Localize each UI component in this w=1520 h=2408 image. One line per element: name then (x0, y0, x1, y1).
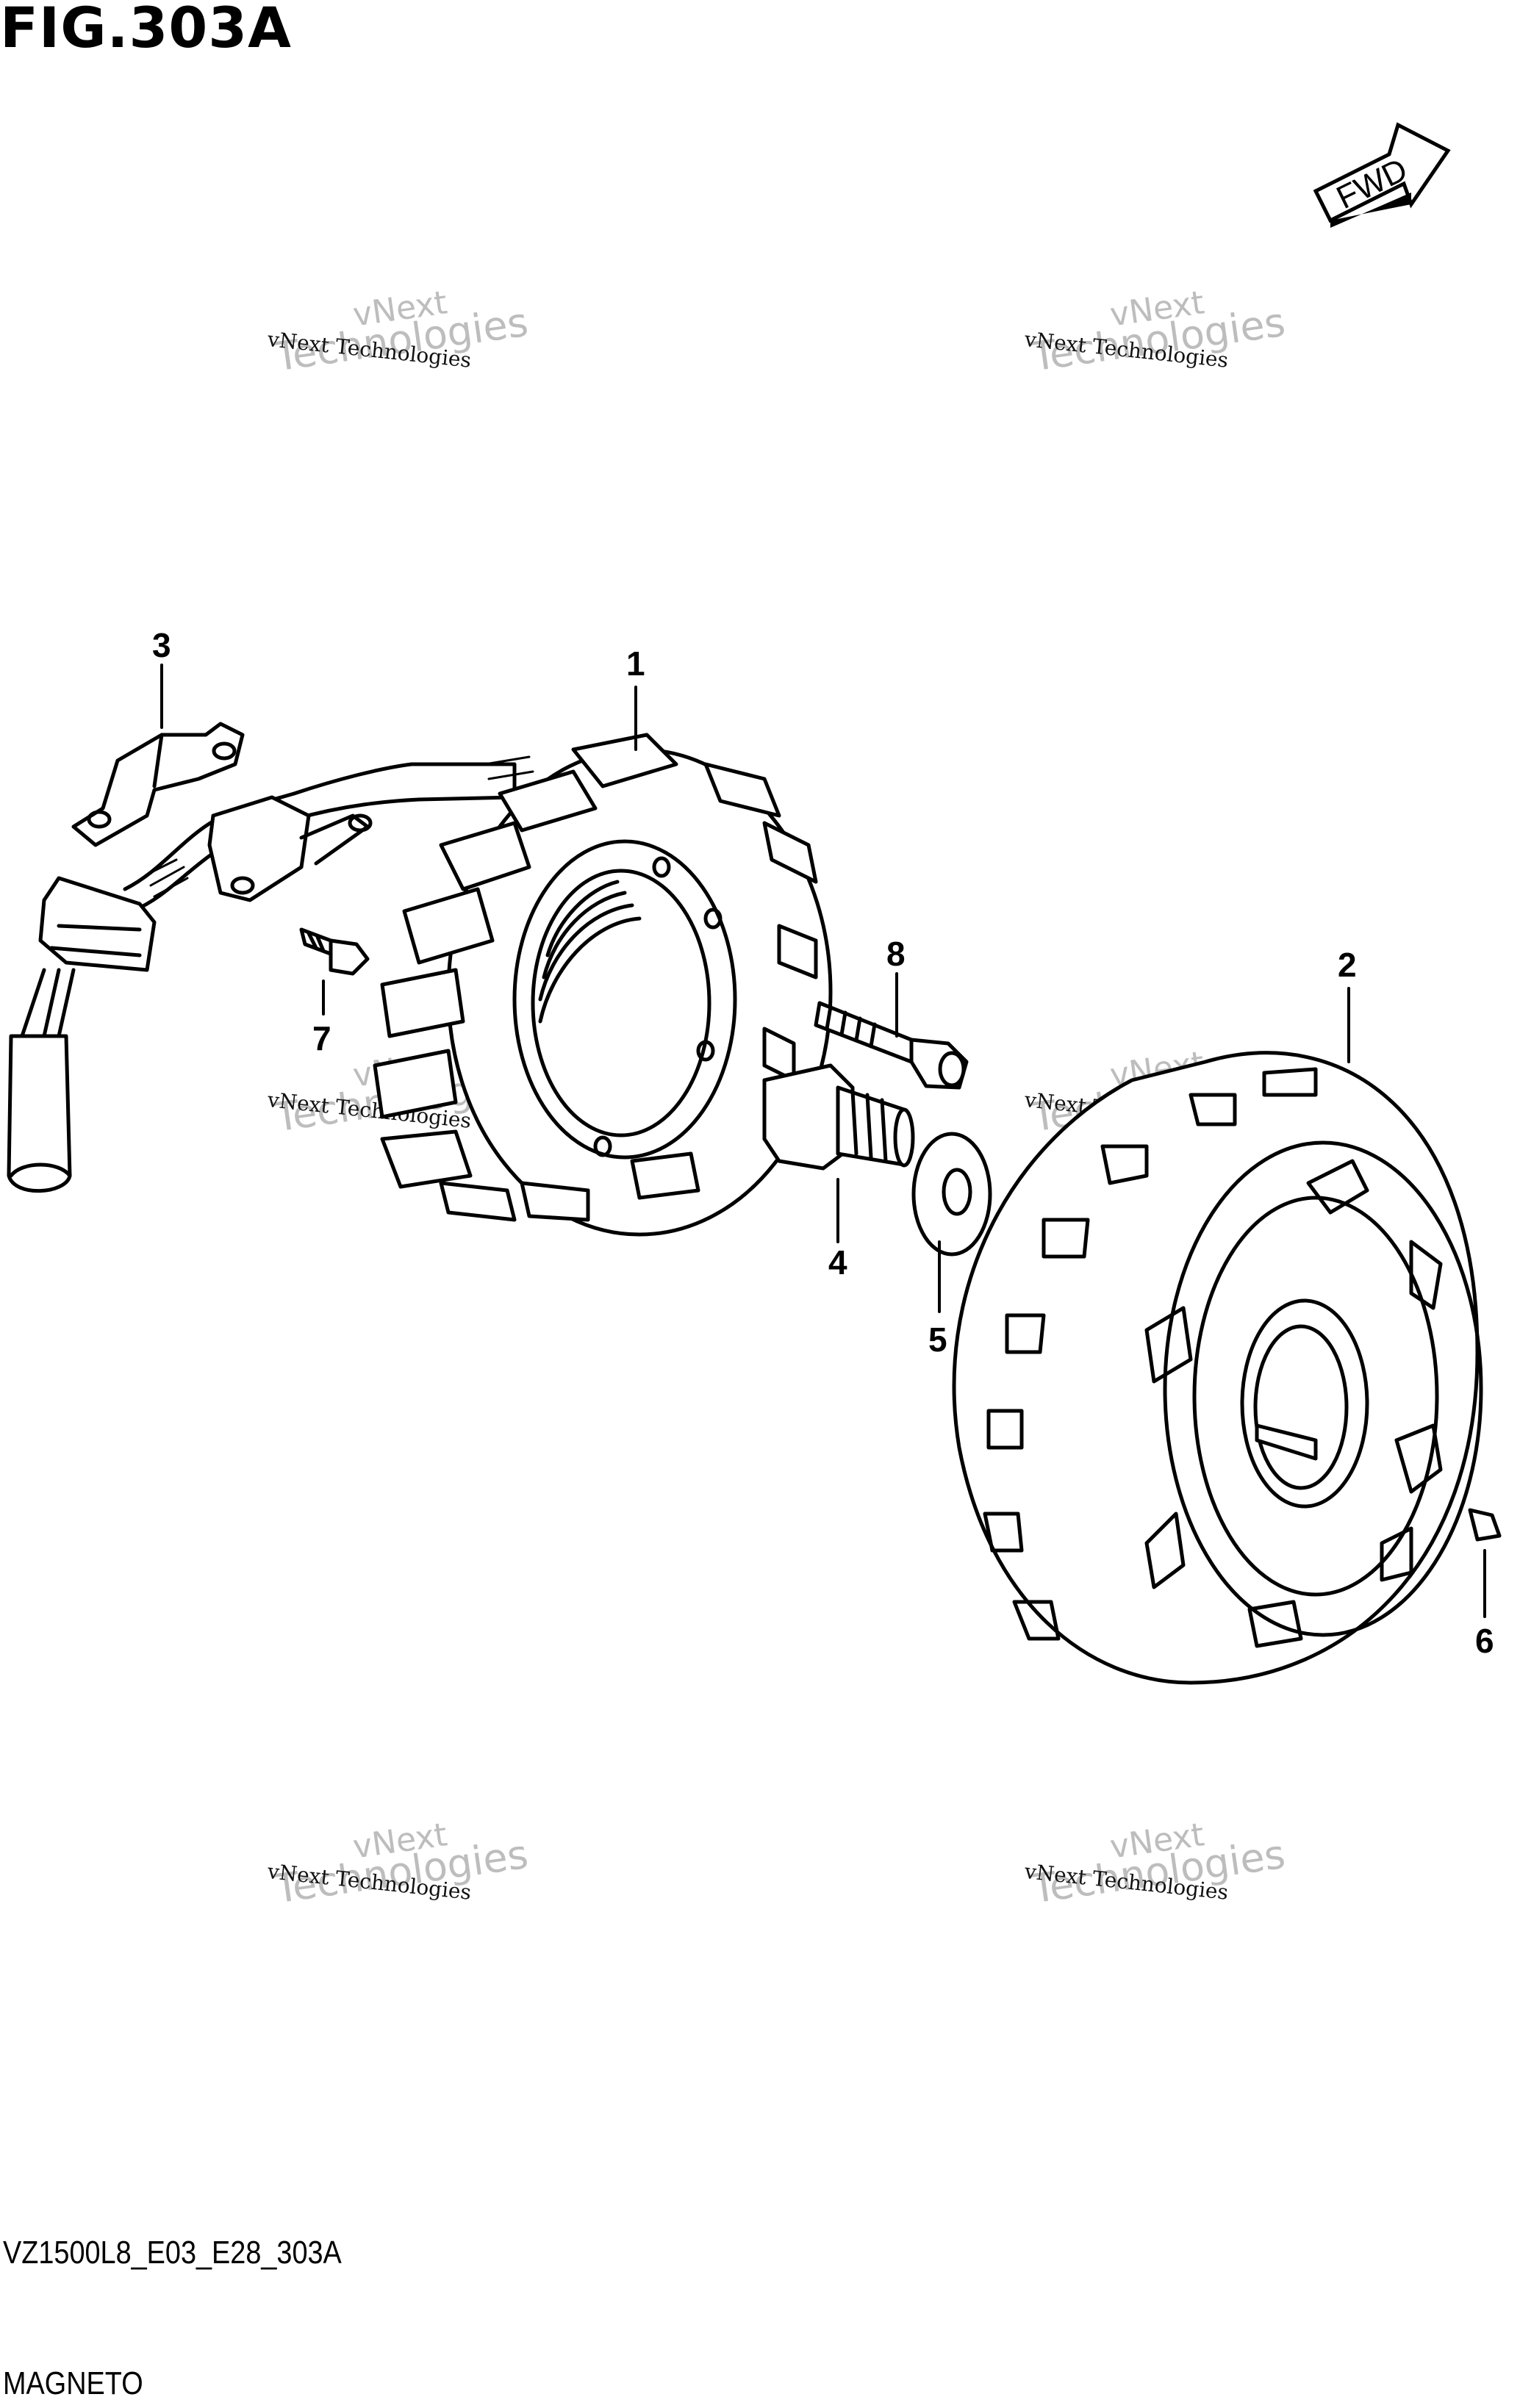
callout-8: 8 (886, 935, 906, 973)
wire-clip (207, 795, 373, 902)
callout-6: 6 (1475, 1622, 1494, 1660)
callout-1: 1 (626, 644, 645, 683)
wire-clamp (71, 722, 245, 847)
callout-7: 7 (312, 1019, 331, 1057)
callout-3: 3 (152, 626, 171, 664)
figure-name: MAGNETO (3, 2365, 143, 2401)
leader-lines (160, 664, 1486, 1618)
screw-7 (299, 927, 370, 976)
callout-2: 2 (1338, 946, 1357, 984)
key-6 (1468, 1508, 1502, 1542)
callout-4: 4 (828, 1243, 847, 1282)
figure-code: VZ1500L8_E03_E28_303A (3, 2235, 342, 2271)
bolt-4 (762, 1063, 915, 1171)
callout-5: 5 (928, 1320, 947, 1359)
washer-5 (911, 1132, 992, 1257)
stator (373, 733, 833, 1237)
fwd-arrow-icon: FWD (1313, 122, 1451, 228)
figure-title: FIG.303A (0, 0, 292, 60)
rotor (952, 1051, 1483, 1685)
bolt-8 (814, 1001, 969, 1090)
